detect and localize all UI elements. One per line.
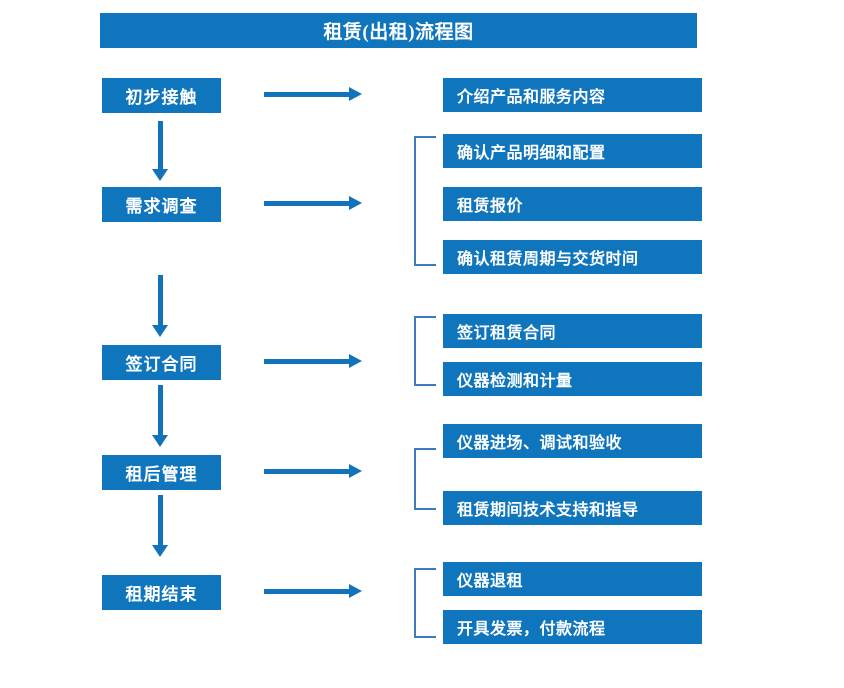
horizontal-arrow-1 [264, 87, 362, 101]
horizontal-arrow-5 [264, 584, 362, 598]
detail-box-5-1[interactable]: 仪器退租 [443, 562, 702, 596]
bracket-2 [414, 136, 436, 266]
arrow-head-icon [152, 435, 168, 447]
arrow-shaft [264, 359, 350, 364]
detail-box-2-1[interactable]: 确认产品明细和配置 [443, 134, 702, 168]
stage-box-1[interactable]: 初步接触 [102, 78, 221, 113]
stage-box-5[interactable]: 租期结束 [102, 575, 221, 610]
arrow-head-icon [152, 169, 168, 181]
page-title: 租赁(出租)流程图 [100, 13, 697, 48]
arrow-head-icon [349, 464, 362, 478]
horizontal-arrow-2 [264, 196, 362, 210]
vertical-arrow-1 [152, 121, 168, 181]
horizontal-arrow-4 [264, 464, 362, 478]
arrow-head-icon [349, 196, 362, 210]
stage-box-4[interactable]: 租后管理 [102, 455, 221, 490]
arrow-shaft [264, 92, 350, 97]
detail-box-2-2[interactable]: 租赁报价 [443, 187, 702, 221]
detail-box-3-2[interactable]: 仪器检测和计量 [443, 362, 702, 396]
vertical-arrow-4 [152, 495, 168, 557]
detail-box-5-2[interactable]: 开具发票，付款流程 [443, 610, 702, 644]
detail-box-4-2[interactable]: 租赁期间技术支持和指导 [443, 491, 702, 525]
arrow-shaft [158, 385, 163, 435]
arrow-head-icon [349, 584, 362, 598]
arrow-head-icon [349, 354, 362, 368]
stage-box-3[interactable]: 签订合同 [102, 345, 221, 380]
vertical-arrow-2 [152, 275, 168, 337]
bracket-3 [414, 316, 436, 386]
horizontal-arrow-3 [264, 354, 362, 368]
arrow-head-icon [152, 545, 168, 557]
detail-box-3-1[interactable]: 签订租赁合同 [443, 314, 702, 348]
vertical-arrow-3 [152, 385, 168, 447]
arrow-shaft [158, 275, 163, 325]
arrow-head-icon [349, 87, 362, 101]
arrow-shaft [264, 201, 350, 206]
arrow-shaft [264, 469, 350, 474]
stage-box-2[interactable]: 需求调查 [102, 187, 221, 222]
detail-box-1-1[interactable]: 介绍产品和服务内容 [443, 78, 702, 112]
detail-box-4-1[interactable]: 仪器进场、调试和验收 [443, 424, 702, 458]
detail-box-2-3[interactable]: 确认租赁周期与交货时间 [443, 240, 702, 274]
bracket-4 [414, 448, 436, 510]
arrow-head-icon [152, 325, 168, 337]
bracket-5 [414, 568, 436, 638]
arrow-shaft [158, 495, 163, 545]
arrow-shaft [264, 589, 350, 594]
arrow-shaft [158, 121, 163, 169]
